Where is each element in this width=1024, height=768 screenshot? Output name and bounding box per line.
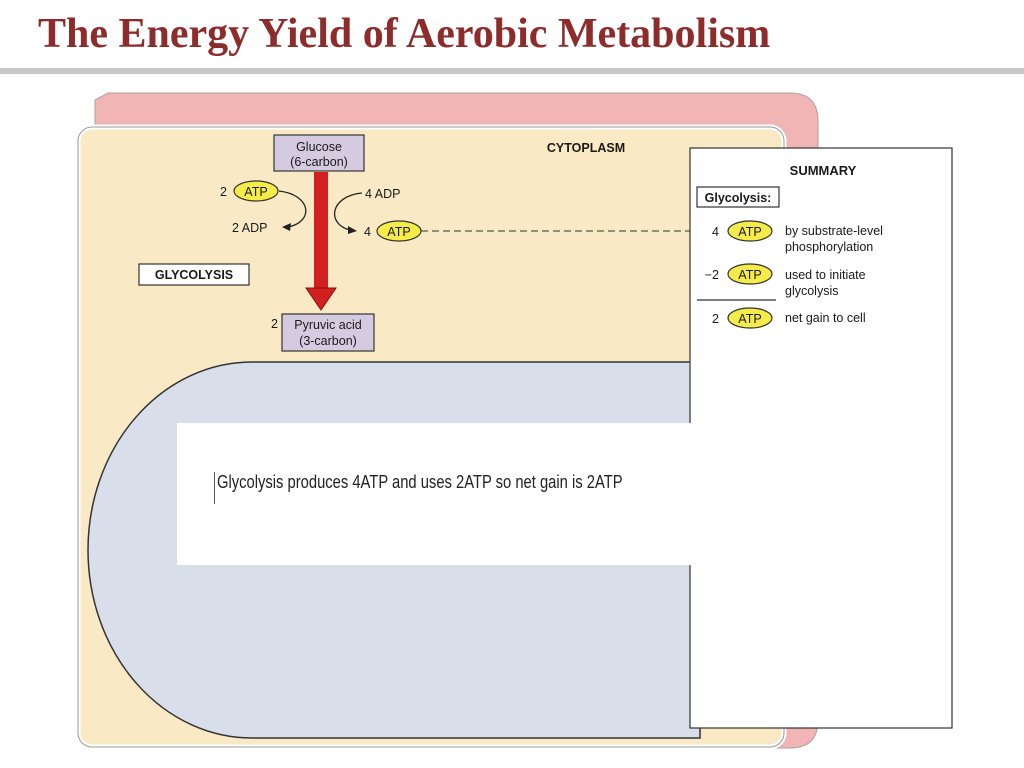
summary-row-desc: phosphorylation	[785, 240, 873, 254]
caption-box	[177, 423, 697, 565]
glucose-label: Glucose	[296, 140, 342, 154]
summary-row-desc: net gain to cell	[785, 311, 866, 325]
summary-row-desc: glycolysis	[785, 284, 839, 298]
atp-label-right: ATP	[387, 225, 410, 239]
glycolysis-arrow-shaft	[314, 172, 328, 290]
glucose-box	[273, 134, 365, 172]
right-atp-count: 4	[364, 225, 371, 239]
summary-atp-label: ATP	[738, 268, 761, 282]
caption-cursor-bar	[214, 472, 215, 504]
summary-glycolysis-box	[696, 186, 780, 208]
right-adp-label: 4 ADP	[365, 187, 400, 201]
summary-atp-oval	[727, 307, 773, 329]
caption-text: Glycolysis produces 4ATP and uses 2ATP s…	[217, 472, 623, 492]
pyruvic-count: 2	[271, 317, 278, 331]
summary-atp-label: ATP	[738, 312, 761, 326]
summary-glycolysis-label: Glycolysis:	[705, 191, 772, 205]
slide-title: The Energy Yield of Aerobic Metabolism	[38, 11, 771, 57]
summary-atp-oval	[727, 220, 773, 242]
summary-heading: SUMMARY	[790, 163, 857, 178]
glycolysis-label: GLYCOLYSIS	[155, 268, 233, 282]
left-curve-arrow	[278, 190, 307, 228]
summary-row-count: −2	[705, 268, 719, 282]
summary-row-desc: by substrate-level	[785, 224, 883, 238]
glycolysis-arrow-head	[306, 288, 336, 310]
atp-oval-left	[233, 180, 279, 202]
atp-label-left: ATP	[244, 185, 267, 199]
pyruvic-carbon-label: (3-carbon)	[299, 334, 357, 348]
summary-panel	[689, 147, 953, 729]
summary-row-count: 4	[712, 225, 719, 239]
pyruvic-acid-box	[281, 313, 375, 352]
glycolysis-label-box	[138, 263, 250, 286]
glucose-carbon-label: (6-carbon)	[290, 155, 348, 169]
summary-row-desc: used to initiate	[785, 268, 866, 282]
left-atp-count: 2	[220, 185, 227, 199]
summary-row-count: 2	[712, 312, 719, 326]
pyruvic-acid-label: Pyruvic acid	[294, 318, 361, 332]
cytoplasm-label: CYTOPLASM	[547, 141, 625, 155]
right-curve-arrow	[333, 192, 363, 231]
title-divider	[0, 68, 1024, 74]
summary-atp-label: ATP	[738, 225, 761, 239]
summary-atp-oval	[727, 263, 773, 285]
left-adp-label: 2 ADP	[232, 221, 267, 235]
